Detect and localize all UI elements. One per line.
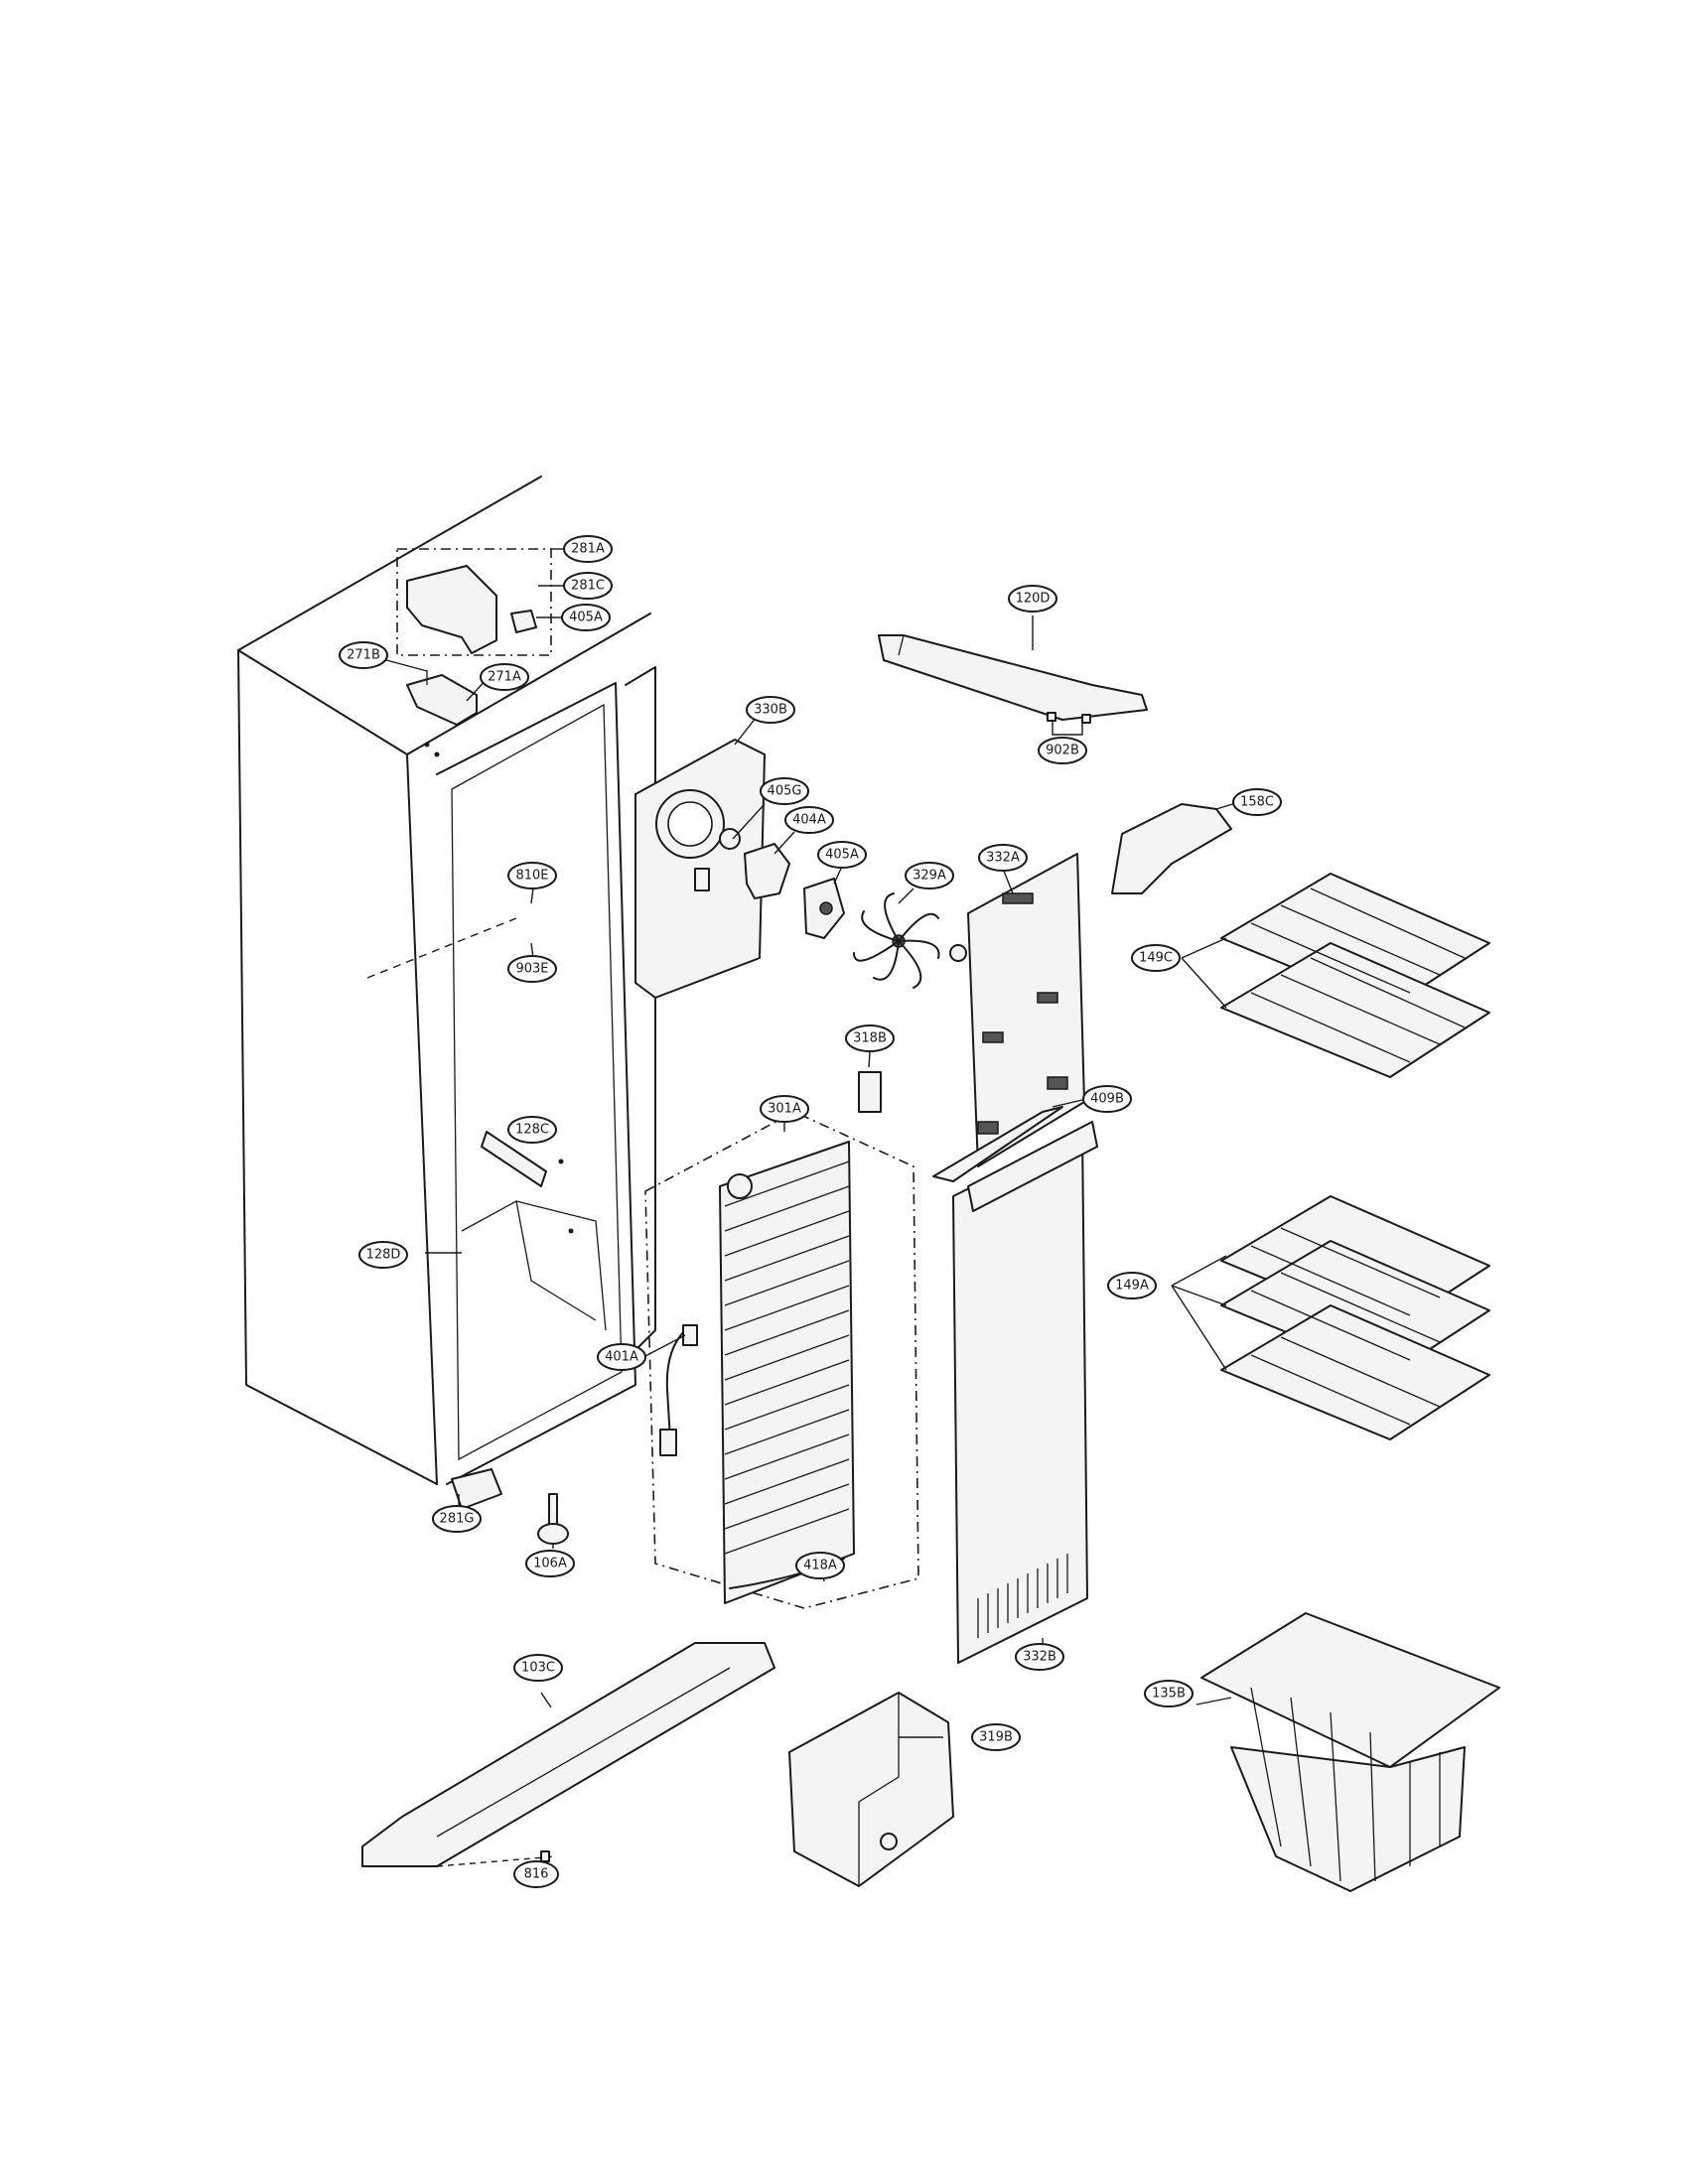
callout-330B: 330B xyxy=(746,696,795,724)
callout-label: 271B xyxy=(347,648,380,663)
callout-405A-top: 405A xyxy=(561,604,611,631)
callout-401A: 401A xyxy=(597,1343,646,1371)
callout-label: 158C xyxy=(1240,795,1274,810)
callout-label: 409B xyxy=(1090,1092,1124,1107)
callout-106A: 106A xyxy=(525,1550,575,1577)
refrigerator-cabinet xyxy=(237,476,656,1485)
callout-label: 401A xyxy=(605,1350,638,1365)
shelves-149A xyxy=(1220,1195,1490,1440)
basket-135B xyxy=(1200,1612,1500,1892)
callout-329A: 329A xyxy=(905,862,954,889)
callout-271A: 271A xyxy=(480,663,529,691)
callout-label: 332B xyxy=(1023,1650,1056,1665)
callout-label: 135B xyxy=(1152,1687,1186,1702)
callout-label: 281G xyxy=(440,1512,475,1527)
shelf-cap-158C xyxy=(1111,803,1232,894)
callout-128D: 128D xyxy=(358,1241,408,1269)
callout-301A: 301A xyxy=(760,1095,809,1123)
callout-label: 281A xyxy=(571,542,605,557)
callout-319B: 319B xyxy=(971,1723,1021,1751)
callout-label: 405A xyxy=(825,848,859,863)
callout-label: 106A xyxy=(533,1557,567,1571)
callout-120D: 120D xyxy=(1008,585,1057,613)
callout-128C: 128C xyxy=(507,1116,557,1144)
control-board-332A xyxy=(932,853,1085,1182)
harness-401A xyxy=(659,1324,698,1456)
callout-405G: 405G xyxy=(760,777,809,805)
callout-label: 301A xyxy=(768,1102,801,1117)
callout-816: 816 xyxy=(513,1860,559,1888)
callout-810E: 810E xyxy=(507,862,557,889)
callout-149A: 149A xyxy=(1107,1272,1157,1299)
callout-label: 404A xyxy=(792,813,826,828)
callout-label: 319B xyxy=(979,1730,1013,1745)
callout-418A: 418A xyxy=(795,1552,845,1579)
callout-label: 149C xyxy=(1139,951,1173,966)
callout-label: 418A xyxy=(803,1559,837,1573)
callout-281G: 281G xyxy=(432,1505,482,1533)
callout-281A: 281A xyxy=(563,535,613,563)
callout-label: 332A xyxy=(986,851,1020,866)
lower-frame-103C xyxy=(361,1642,775,1867)
leveler-106A xyxy=(537,1493,569,1545)
callout-label: 281C xyxy=(571,579,605,594)
callout-149C: 149C xyxy=(1131,944,1181,972)
callout-281C: 281C xyxy=(563,572,613,600)
callout-103C: 103C xyxy=(513,1654,563,1682)
shelves-149C xyxy=(1220,873,1490,1078)
callout-label: 318B xyxy=(853,1031,887,1046)
callout-label: 405A xyxy=(569,611,603,625)
callout-label: 103C xyxy=(521,1661,555,1676)
callout-label: 816 xyxy=(524,1867,549,1882)
evaporator-301A xyxy=(644,1071,919,1609)
fan-motor-404A xyxy=(744,843,790,899)
callout-332B: 332B xyxy=(1015,1643,1064,1671)
fan-blade-329A xyxy=(853,892,940,989)
callout-label: 405G xyxy=(768,784,802,799)
motor-bracket-405A xyxy=(803,878,845,939)
callout-902B: 902B xyxy=(1038,737,1087,764)
callout-318B: 318B xyxy=(845,1024,895,1052)
callout-label: 903E xyxy=(515,962,548,977)
callout-903E: 903E xyxy=(507,955,557,983)
top-control-assembly xyxy=(396,548,552,726)
callout-271B: 271B xyxy=(339,641,388,669)
callout-409B: 409B xyxy=(1082,1085,1132,1113)
callout-label: 128C xyxy=(515,1123,549,1138)
duct-319B xyxy=(788,1692,954,1887)
callout-label: 902B xyxy=(1046,744,1079,758)
callout-label: 149A xyxy=(1115,1279,1149,1294)
rear-cover-332B xyxy=(952,1121,1098,1664)
callout-label: 330B xyxy=(754,703,787,718)
duct-cover-120D xyxy=(878,634,1148,724)
fan-shroud-330B xyxy=(634,739,766,999)
callout-label: 810E xyxy=(515,869,548,884)
callout-405A-mid: 405A xyxy=(817,841,867,869)
callout-label: 128D xyxy=(366,1248,401,1263)
callout-135B: 135B xyxy=(1144,1680,1194,1707)
callout-404A: 404A xyxy=(784,806,834,834)
callout-label: 329A xyxy=(913,869,946,884)
callout-158C: 158C xyxy=(1232,788,1282,816)
callout-332A: 332A xyxy=(978,844,1028,872)
callout-label: 271A xyxy=(488,670,521,685)
callout-label: 120D xyxy=(1016,592,1051,607)
